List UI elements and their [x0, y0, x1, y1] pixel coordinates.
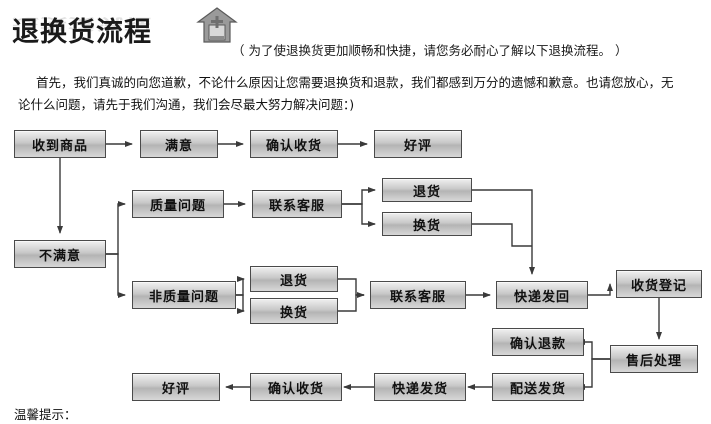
node-received-goods[interactable]: 收到商品 — [14, 130, 106, 158]
node-not-satisfied[interactable]: 不满意 — [14, 240, 106, 268]
node-confirm-receipt-2[interactable]: 确认收货 — [250, 373, 342, 401]
node-express-shipment[interactable]: 快递发货 — [374, 373, 466, 401]
node-return-1[interactable]: 退货 — [382, 178, 472, 202]
house-icon — [196, 6, 238, 50]
node-receipt-registration[interactable]: 收货登记 — [616, 270, 702, 298]
node-satisfied[interactable]: 满意 — [140, 130, 218, 158]
intro-line-1: 首先，我们真诚的向您道歉，不论什么原因让您需要退换货和退款，我们都感到万分的遗憾… — [36, 75, 674, 90]
node-quality-issue[interactable]: 质量问题 — [132, 190, 224, 218]
node-express-send-back[interactable]: 快递发回 — [496, 281, 588, 309]
node-after-sales-handling[interactable]: 售后处理 — [610, 345, 698, 373]
node-contact-service-2[interactable]: 联系客服 — [370, 281, 466, 309]
footer-note: 温馨提示： — [14, 407, 77, 422]
page-title: 退换货流程 — [12, 17, 152, 48]
node-contact-service-1[interactable]: 联系客服 — [252, 190, 342, 218]
node-good-review-2[interactable]: 好评 — [132, 373, 220, 401]
intro-paragraph: 首先，我们真诚的向您道歉，不论什么原因让您需要退换货和退款，我们都感到万分的遗憾… — [18, 72, 676, 116]
node-exchange-2[interactable]: 换货 — [250, 298, 338, 324]
node-good-review[interactable]: 好评 — [374, 130, 462, 158]
node-confirm-receipt[interactable]: 确认收货 — [250, 130, 338, 158]
node-delivery-shipment[interactable]: 配送发货 — [492, 373, 584, 401]
node-non-quality-issue[interactable]: 非质量问题 — [132, 281, 236, 309]
node-exchange-1[interactable]: 换货 — [382, 212, 472, 236]
node-confirm-refund[interactable]: 确认退款 — [492, 328, 584, 356]
page-subtitle: （ 为了使退换货更加顺畅和快捷，请您务必耐心了解以下退换流程。 ） — [232, 43, 628, 58]
intro-line-2: 论什么问题，请先于我们沟通，我们会尽最大努力解决问题：) — [18, 97, 355, 112]
node-return-2[interactable]: 退货 — [250, 266, 338, 292]
